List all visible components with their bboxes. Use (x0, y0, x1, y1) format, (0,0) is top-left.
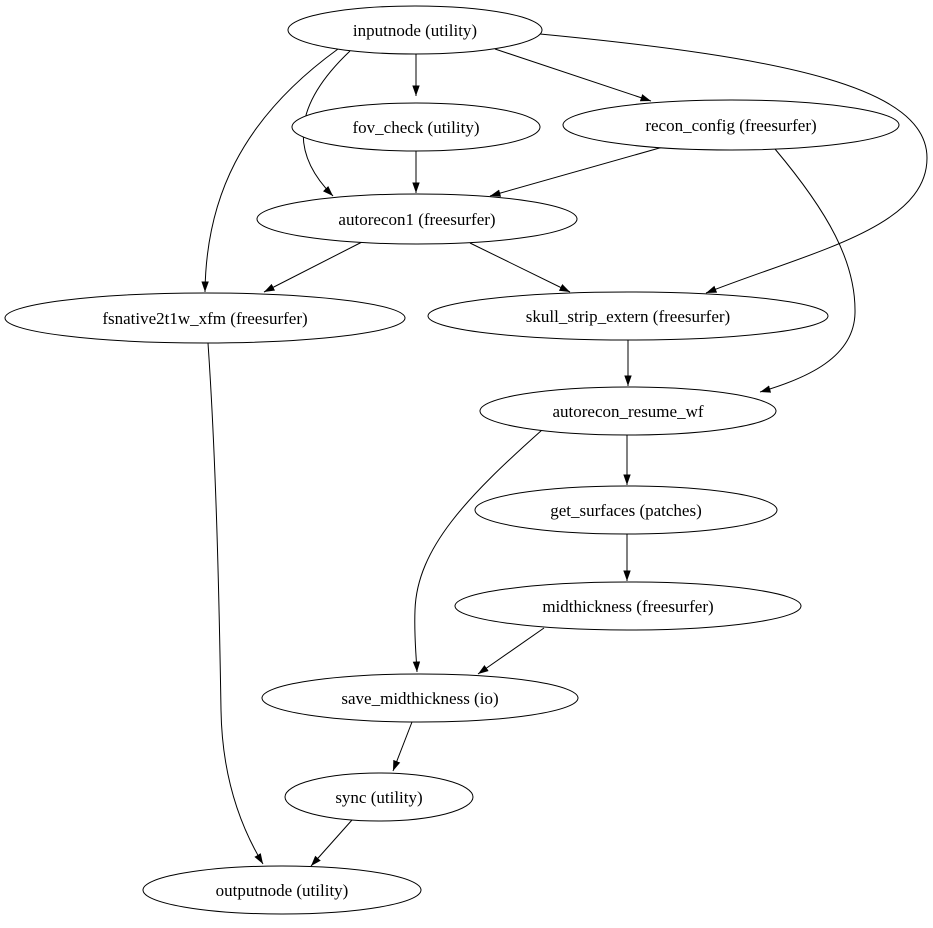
node-autorecon_resume_wf-shape (479, 386, 777, 436)
node-recon_config: recon_config (freesurfer) (562, 99, 900, 151)
node-outputnode: outputnode (utility) (142, 865, 422, 915)
edge-midthickness-to-save_midthickness (477, 627, 545, 675)
edge-inputnode-to-fsnative2t1w_xfm (201, 48, 339, 293)
node-autorecon_resume_wf-label: autorecon_resume_wf (552, 402, 703, 421)
edge-group (201, 33, 928, 867)
node-outputnode-label: outputnode (utility) (216, 881, 349, 900)
node-outputnode-shape (142, 865, 422, 915)
node-get_surfaces-shape (474, 485, 778, 535)
node-midthickness-shape (454, 581, 802, 631)
node-recon_config-label: recon_config (freesurfer) (645, 116, 816, 135)
node-fsnative2t1w_xfm-label: fsnative2t1w_xfm (freesurfer) (102, 309, 307, 328)
edge-autorecon1-to-fsnative2t1w_xfm (263, 241, 363, 293)
node-recon_config-shape (562, 99, 900, 151)
edge-sync-to-outputnode (310, 819, 353, 867)
node-skull_strip_extern: skull_strip_extern (freesurfer) (427, 291, 829, 341)
edge-save_midthickness-to-sync (392, 721, 413, 772)
node-sync-shape (284, 772, 474, 822)
node-skull_strip_extern-shape (427, 291, 829, 341)
edge-inputnode-to-skull_strip_extern (539, 33, 928, 294)
node-autorecon1: autorecon1 (freesurfer) (256, 193, 578, 245)
edge-autorecon_resume_wf-to-save_midthickness (412, 429, 543, 673)
node-get_surfaces: get_surfaces (patches) (474, 485, 778, 535)
node-autorecon1-shape (256, 193, 578, 245)
node-save_midthickness: save_midthickness (io) (261, 673, 579, 723)
node-fov_check-shape (291, 102, 541, 152)
node-sync-label: sync (utility) (335, 788, 422, 807)
node-fov_check-label: fov_check (utility) (353, 118, 480, 137)
edge-autorecon1-to-skull_strip_extern (469, 242, 571, 293)
node-fsnative2t1w_xfm: fsnative2t1w_xfm (freesurfer) (4, 292, 406, 344)
node-autorecon_resume_wf: autorecon_resume_wf (479, 386, 777, 436)
edge-fsnative2t1w_xfm-to-outputnode (207, 342, 264, 865)
node-fov_check: fov_check (utility) (291, 102, 541, 152)
node-get_surfaces-label: get_surfaces (patches) (550, 501, 702, 520)
node-save_midthickness-label: save_midthickness (io) (341, 689, 498, 708)
node-inputnode: inputnode (utility) (287, 5, 543, 55)
node-fsnative2t1w_xfm-shape (4, 292, 406, 344)
edge-recon_config-to-autorecon1 (489, 146, 664, 197)
node-skull_strip_extern-label: skull_strip_extern (freesurfer) (526, 307, 730, 326)
edge-inputnode-to-recon_config (494, 48, 652, 102)
node-autorecon1-label: autorecon1 (freesurfer) (338, 210, 495, 229)
node-inputnode-shape (287, 5, 543, 55)
edge-recon_config-to-autorecon_resume_wf (759, 148, 856, 393)
node-inputnode-label: inputnode (utility) (353, 21, 477, 40)
node-midthickness: midthickness (freesurfer) (454, 581, 802, 631)
node-sync: sync (utility) (284, 772, 474, 822)
node-save_midthickness-shape (261, 673, 579, 723)
node-midthickness-label: midthickness (freesurfer) (542, 597, 713, 616)
